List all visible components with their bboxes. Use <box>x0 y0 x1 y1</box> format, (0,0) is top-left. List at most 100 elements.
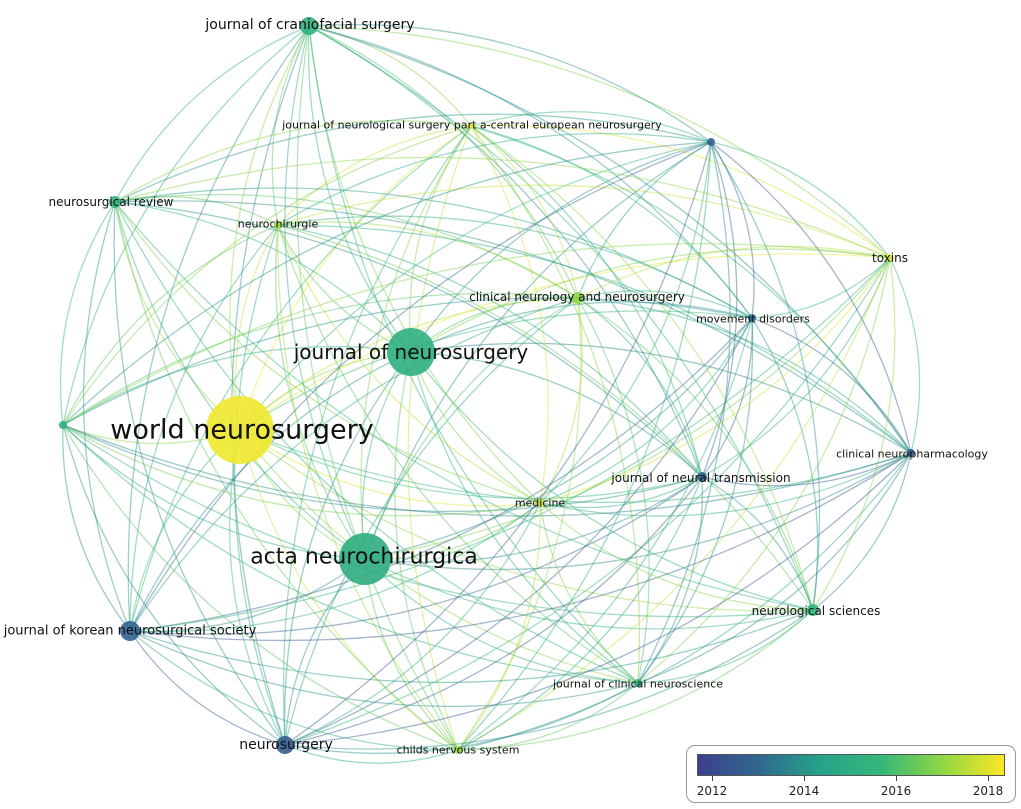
edge <box>62 224 279 426</box>
edge <box>410 351 639 684</box>
edge <box>62 424 814 618</box>
edge <box>129 429 241 632</box>
edge <box>284 257 891 746</box>
node-clinical-neurology-and-neurosurgery[interactable] <box>572 292 584 304</box>
edge <box>62 345 412 426</box>
edge <box>710 141 912 454</box>
edge <box>62 424 366 560</box>
edge <box>457 682 639 751</box>
edge <box>701 257 891 478</box>
edge <box>457 297 582 751</box>
color-legend: 2012 2014 2016 2018 <box>686 745 1016 803</box>
edge <box>114 187 753 319</box>
edge <box>277 224 703 478</box>
edge <box>577 290 753 319</box>
edge <box>577 245 891 299</box>
edge <box>308 25 579 299</box>
edge <box>62 243 891 426</box>
label-journal-of-neural-transmission: journal of neural transmission <box>610 471 790 485</box>
edge <box>457 317 753 751</box>
edge <box>129 141 712 632</box>
node-neurosurgical-review[interactable] <box>109 196 121 208</box>
edge <box>114 201 459 751</box>
edge <box>229 25 310 431</box>
label-journal-of-clinical-neuroscience: journal of clinical neuroscience <box>552 678 723 691</box>
node-journal-of-neurological-surgery-part-a[interactable] <box>468 123 474 129</box>
edge <box>308 25 753 319</box>
label-neurosurgical-review: neurosurgical review <box>49 195 174 209</box>
node-journal-of-clinical-neuroscience[interactable] <box>634 679 642 687</box>
node-medicine[interactable] <box>536 499 544 507</box>
node-journal-of-neural-transmission[interactable] <box>697 472 707 482</box>
edge <box>277 132 712 226</box>
edge <box>701 452 912 487</box>
edge <box>284 502 541 746</box>
edge <box>114 201 366 560</box>
node-neurosurgery[interactable] <box>276 736 294 754</box>
edge <box>62 424 541 517</box>
node-journal-of-korean-neurosurgical-society[interactable] <box>120 621 140 641</box>
node-clinical-neuropharmacology[interactable] <box>907 449 915 457</box>
edge <box>277 224 639 684</box>
edge <box>710 141 821 611</box>
edge <box>239 429 541 507</box>
edge <box>308 25 703 478</box>
edge <box>364 141 712 560</box>
node-unlabeled-top-right[interactable] <box>707 138 715 146</box>
edge <box>308 25 814 611</box>
node-neurochirurgie[interactable] <box>274 221 282 229</box>
node-toxins[interactable] <box>886 254 894 262</box>
edge <box>62 424 286 746</box>
edge <box>360 125 472 560</box>
label-childs-nervous-system: childs nervous system <box>397 744 520 757</box>
edge <box>284 476 703 746</box>
node-acta-neurochirurgica[interactable] <box>339 533 391 585</box>
node-movement-disorders[interactable] <box>748 314 756 322</box>
edge <box>470 124 891 259</box>
edge <box>284 744 459 764</box>
edge <box>539 297 583 504</box>
edge <box>62 297 753 426</box>
edge <box>239 429 912 504</box>
label-clinical-neuropharmacology: clinical neuropharmacology <box>836 448 988 461</box>
legend-label-2012: 2012 <box>696 784 728 798</box>
edge <box>282 125 472 746</box>
node-childs-nervous-system[interactable] <box>454 746 462 754</box>
edge <box>277 224 541 504</box>
edge <box>751 317 819 611</box>
node-world-neurosurgery[interactable] <box>206 396 274 464</box>
edge <box>231 25 310 746</box>
label-movement-disorders: movement disorders <box>696 313 810 326</box>
node-journal-of-craniofacial-surgery[interactable] <box>300 17 318 35</box>
edge <box>129 317 753 632</box>
edge <box>114 201 541 504</box>
legend-tick <box>896 776 897 781</box>
edge <box>114 201 412 353</box>
edge <box>470 125 641 684</box>
edge <box>364 452 912 571</box>
edge <box>539 317 753 504</box>
edge <box>114 113 712 203</box>
edge <box>129 476 703 635</box>
edge <box>637 609 814 684</box>
node-unlabeled-left[interactable] <box>59 421 67 429</box>
edge <box>277 215 753 319</box>
edge <box>239 253 891 431</box>
edge <box>277 184 891 259</box>
edge <box>284 682 639 754</box>
edge <box>284 609 814 750</box>
edge <box>114 156 891 259</box>
legend-tick <box>988 776 989 781</box>
edge <box>62 424 703 513</box>
edge <box>129 502 541 633</box>
nodes-layer <box>59 17 915 754</box>
edge <box>812 257 896 611</box>
edge <box>114 201 703 478</box>
edge <box>577 297 650 684</box>
node-neurological-sciences[interactable] <box>807 604 819 616</box>
edge <box>457 452 912 751</box>
edge <box>62 141 712 426</box>
edge <box>129 125 472 632</box>
label-medicine: medicine <box>515 497 566 510</box>
node-journal-of-neurosurgery[interactable] <box>387 328 435 376</box>
